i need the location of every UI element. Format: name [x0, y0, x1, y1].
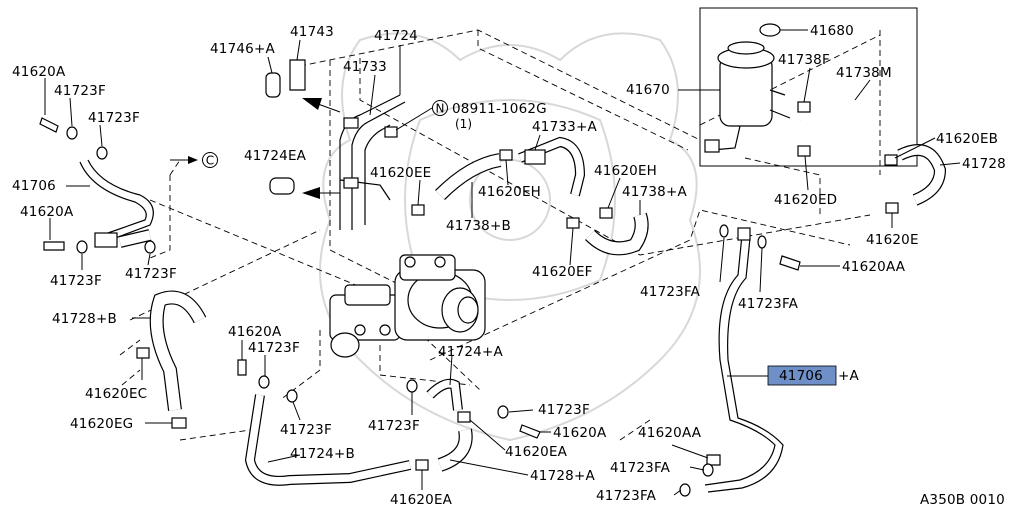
reservoir-tank: [704, 41, 791, 153]
label-41738a[interactable]: 41738+A: [622, 184, 687, 200]
bolt-41620aa-2: [706, 454, 721, 466]
grommet-41724ea: [269, 177, 295, 195]
label-41723f-6[interactable]: 41723F: [280, 422, 332, 438]
label-41723f-7[interactable]: 41723F: [368, 418, 420, 434]
label-41620ee[interactable]: 41620EE: [370, 165, 431, 181]
pipe-41724: [339, 94, 406, 230]
washer-41723f-3: [76, 240, 88, 254]
label-41723f-5[interactable]: 41723F: [248, 340, 300, 356]
label-41723fa-3[interactable]: 41723FA: [610, 460, 671, 476]
label-41670[interactable]: 41670: [626, 82, 670, 98]
leader-lines: [44, 39, 961, 496]
washer-41723fa-2: [757, 235, 767, 249]
label-41620a-3[interactable]: 41620A: [228, 324, 282, 340]
washer-41723fa-3: [702, 463, 714, 477]
bolt-41620a-4: [519, 424, 541, 439]
label-41733[interactable]: 41733: [343, 59, 387, 75]
washer-41723f-6: [286, 389, 298, 403]
label-41620ec[interactable]: 41620EC: [85, 386, 147, 402]
svg-text:C: C: [206, 154, 214, 168]
direction-arrows: [170, 98, 341, 199]
part-labels: 41743 41746+A 41724 41733 41620A 41723F …: [12, 23, 1006, 508]
label-41738f[interactable]: 41738F: [778, 52, 830, 68]
label-41728a[interactable]: 41728+A: [530, 468, 595, 484]
washer-41723fa-4: [679, 483, 691, 497]
label-41706a[interactable]: 41706: [779, 368, 823, 384]
label-41620eb[interactable]: 41620EB: [936, 131, 998, 147]
pipe-41706: [79, 159, 154, 248]
label-41723f-1[interactable]: 41723F: [54, 83, 106, 99]
clamps: [136, 101, 899, 471]
n-marker: N: [432, 100, 448, 116]
washer-41723f-2: [96, 146, 108, 160]
label-41620eh-1[interactable]: 41620EH: [478, 184, 541, 200]
washer-41723f-5: [258, 375, 270, 389]
label-41724[interactable]: 41724: [374, 28, 418, 44]
label-41620a-1[interactable]: 41620A: [12, 64, 66, 80]
washer-41723f-4: [144, 240, 156, 254]
label-41743[interactable]: 41743: [290, 24, 334, 40]
label-41620eg[interactable]: 41620EG: [70, 416, 133, 432]
highlight-41706a[interactable]: [767, 365, 837, 386]
diagram-reference: A350B 0010: [920, 492, 1005, 508]
reservoir-cap: [759, 23, 808, 37]
bolt-41620aa-1: [779, 255, 801, 271]
label-41620a-4[interactable]: 41620A: [553, 425, 607, 441]
label-41723fa-4[interactable]: 41723FA: [596, 488, 657, 504]
label-41680[interactable]: 41680: [810, 23, 854, 39]
label-41620aa-1[interactable]: 41620AA: [842, 259, 906, 275]
label-41723f-8[interactable]: 41723F: [538, 402, 590, 418]
bolt-41620a-2: [43, 241, 65, 251]
c-marker: C: [202, 152, 218, 168]
label-41728b[interactable]: 41728+B: [52, 311, 117, 327]
label-41746a[interactable]: 41746+A: [210, 41, 275, 57]
label-41724b[interactable]: 41724+B: [290, 446, 355, 462]
washer-41723f-8: [497, 405, 509, 419]
bolt-41620a-1: [39, 117, 59, 133]
bracket-41743: [289, 59, 306, 91]
washer-41723f-1: [66, 126, 78, 140]
bushing-41746a: [265, 72, 281, 98]
label-41728[interactable]: 41728: [962, 156, 1006, 172]
label-41724a[interactable]: 41724+A: [438, 344, 503, 360]
reservoir-box: [699, 7, 918, 167]
label-41620eh-2[interactable]: 41620EH: [594, 163, 657, 179]
label-41620ea-2[interactable]: 41620EA: [505, 444, 568, 460]
label-41723f-4[interactable]: 41723F: [125, 266, 177, 282]
washer-41723f-7: [406, 379, 418, 393]
pipe-41706a: [704, 227, 784, 493]
label-41620aa-2[interactable]: 41620AA: [638, 425, 702, 441]
label-41723f-3[interactable]: 41723F: [50, 273, 102, 289]
label-41724ea[interactable]: 41724EA: [244, 148, 307, 164]
label-41723fa-1[interactable]: 41723FA: [640, 284, 701, 300]
label-41733a[interactable]: 41733+A: [532, 119, 597, 135]
label-41620e[interactable]: 41620E: [866, 232, 919, 248]
svg-text:N: N: [436, 102, 445, 116]
label-41620ed[interactable]: 41620ED: [774, 192, 837, 208]
washer-41723fa-1: [719, 224, 729, 238]
label-41723fa-2[interactable]: 41723FA: [738, 296, 799, 312]
label-41620a-2[interactable]: 41620A: [20, 204, 74, 220]
label-41738m[interactable]: 41738M: [836, 65, 892, 81]
bolt-41620a-3: [237, 359, 247, 376]
label-41723f-2[interactable]: 41723F: [88, 110, 140, 126]
label-08911[interactable]: 08911-1062G: [452, 101, 547, 117]
label-41738b[interactable]: 41738+B: [446, 218, 511, 234]
power-steering-pump: [329, 254, 486, 358]
label-08911-qty: (1): [455, 117, 472, 131]
label-41706a-suffix: +A: [838, 368, 860, 384]
label-41620ef[interactable]: 41620EF: [532, 264, 593, 280]
label-41620ea-1[interactable]: 41620EA: [390, 492, 453, 508]
label-41706[interactable]: 41706: [12, 178, 56, 194]
